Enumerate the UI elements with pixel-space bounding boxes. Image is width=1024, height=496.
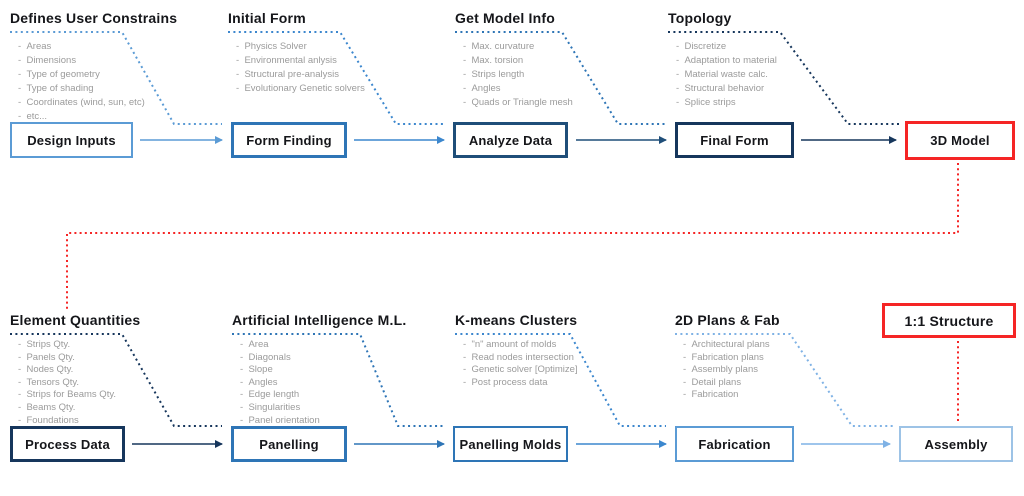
list-item: Slope [240, 364, 447, 377]
section-item-list: Areas Dimensions Type of geometry Type o… [18, 40, 225, 124]
section-heading: Topology [668, 10, 732, 26]
node-panelling-molds: Panelling Molds [453, 426, 568, 462]
node-form-finding: Form Finding [231, 122, 347, 158]
list-item: Edge length [240, 389, 447, 402]
list-item: Strips Qty. [18, 339, 225, 352]
list-item: Architectural plans [683, 339, 890, 352]
node-fabrication: Fabrication [675, 426, 794, 462]
list-item: Foundations [18, 415, 225, 428]
section-heading: Get Model Info [455, 10, 556, 26]
list-item: Evolutionary Genetic solvers [236, 82, 443, 96]
wire-defines-constrains-to-form-finding [10, 31, 222, 125]
list-item: Adaptation to material [676, 54, 883, 68]
list-item: Angles [240, 377, 447, 390]
section-artificial-intelligence-ml: Artificial Intelligence M.L. Area Diagon… [232, 312, 447, 427]
list-item: Structural behavior [676, 82, 883, 96]
list-item: Read nodes intersection [463, 352, 670, 365]
list-item: Areas [18, 40, 225, 54]
list-item: Nodes Qty. [18, 364, 225, 377]
section-element-quantities: Element Quantities Strips Qty. Panels Qt… [10, 312, 225, 427]
section-item-list: Discretize Adaptation to material Materi… [676, 40, 883, 110]
section-heading: Defines User Constrains [10, 10, 178, 26]
section-heading: Initial Form [228, 10, 306, 26]
list-item: Max. torsion [463, 54, 670, 68]
list-item: Environmental anlysis [236, 54, 443, 68]
list-item: Physics Solver [236, 40, 443, 54]
list-item: Type of geometry [18, 68, 225, 82]
wire-element-quantities-to-panelling [10, 333, 222, 427]
section-item-list: Physics Solver Environmental anlysis Str… [236, 40, 443, 96]
list-item: Max. curvature [463, 40, 670, 54]
section-item-list: Max. curvature Max. torsion Strips lengt… [463, 40, 670, 110]
section-heading: K-means Clusters [455, 312, 578, 328]
list-item: Strips length [463, 68, 670, 82]
node-design-inputs: Design Inputs [10, 122, 133, 158]
list-item: Material waste calc. [676, 68, 883, 82]
list-item: etc... [18, 110, 225, 124]
list-item: Discretize [676, 40, 883, 54]
list-item: Tensors Qty. [18, 377, 225, 390]
list-item: Area [240, 339, 447, 352]
section-heading: Artificial Intelligence M.L. [232, 312, 407, 328]
wire-get-model-info-to-final-form [455, 31, 666, 125]
list-item: Singularities [240, 402, 447, 415]
list-item: Panels Qty. [18, 352, 225, 365]
section-get-model-info: Get Model Info Max. curvature Max. torsi… [455, 10, 670, 110]
node-process-data: Process Data [10, 426, 125, 462]
list-item: "n" amount of molds [463, 339, 670, 352]
list-item: Genetic solver [Optimize] [463, 364, 670, 377]
section-item-list: Architectural plans Fabrication plans As… [683, 339, 890, 402]
list-item: Detail plans [683, 377, 890, 390]
section-item-list: "n" amount of molds Read nodes intersect… [463, 339, 670, 389]
list-item: Fabrication [683, 389, 890, 402]
list-item: Structural pre-analysis [236, 68, 443, 82]
list-item: Assembly plans [683, 364, 890, 377]
node-analyze-data: Analyze Data [453, 122, 568, 158]
list-item: Splice strips [676, 96, 883, 110]
list-item: Type of shading [18, 82, 225, 96]
section-2d-plans-fab: 2D Plans & Fab Architectural plans Fabri… [675, 312, 890, 402]
section-item-list: Strips Qty. Panels Qty. Nodes Qty. Tenso… [18, 339, 225, 427]
node-panelling: Panelling [231, 426, 347, 462]
section-topology: Topology Discretize Adaptation to materi… [668, 10, 883, 110]
list-item: Fabrication plans [683, 352, 890, 365]
list-item: Panel orientation [240, 415, 447, 428]
node-3d-model: 3D Model [905, 121, 1015, 160]
section-heading: Element Quantities [10, 312, 141, 328]
wire-3d-model-to-element-quantities [66, 163, 959, 311]
list-item: Diagonals [240, 352, 447, 365]
list-item: Beams Qty. [18, 402, 225, 415]
list-item: Angles [463, 82, 670, 96]
node-1-1-structure: 1:1 Structure [882, 303, 1016, 338]
wire-initial-form-to-analyze-data [228, 31, 444, 125]
list-item: Post process data [463, 377, 670, 390]
section-item-list: Area Diagonals Slope Angles Edge length … [240, 339, 447, 427]
list-item: Quads or Triangle mesh [463, 96, 670, 110]
list-item: Dimensions [18, 54, 225, 68]
list-item: Coordinates (wind, sun, etc) [18, 96, 225, 110]
node-final-form: Final Form [675, 122, 794, 158]
section-heading: 2D Plans & Fab [675, 312, 780, 328]
node-assembly: Assembly [899, 426, 1013, 462]
list-item: Strips for Beams Qty. [18, 389, 225, 402]
section-initial-form: Initial Form Physics Solver Environmenta… [228, 10, 443, 96]
section-kmeans-clusters: K-means Clusters "n" amount of molds Rea… [455, 312, 670, 389]
section-defines-user-constrains: Defines User Constrains Areas Dimensions… [10, 10, 225, 124]
